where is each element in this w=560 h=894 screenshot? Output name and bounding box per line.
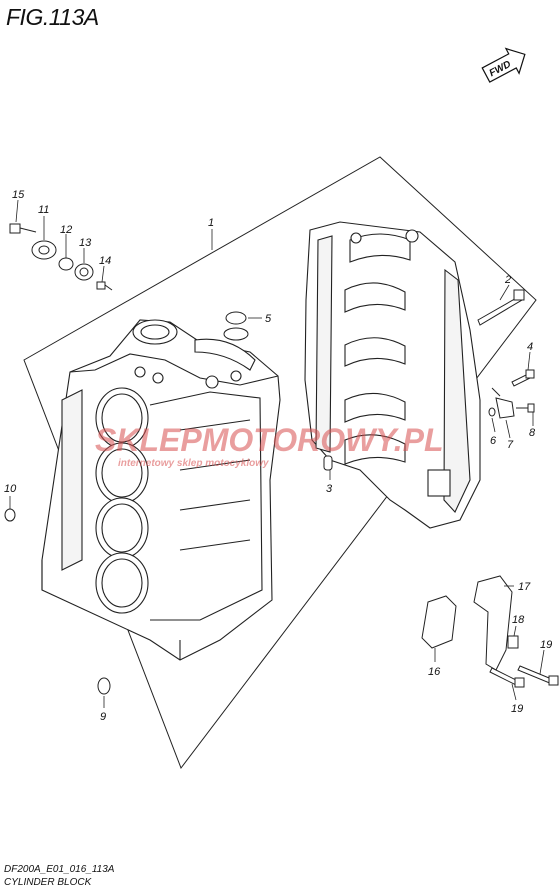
label-part-5: 5 bbox=[265, 313, 272, 325]
part-8-bolt bbox=[516, 403, 535, 413]
part-19-bolt-lower bbox=[489, 667, 525, 688]
part-6-washer bbox=[488, 407, 496, 417]
part-11-cap bbox=[31, 240, 57, 260]
cylinder-block bbox=[41, 319, 281, 661]
label-part-4: 4 bbox=[527, 341, 533, 353]
part-18-bolt bbox=[507, 635, 519, 649]
label-part-13: 13 bbox=[79, 237, 92, 249]
label-part-9: 9 bbox=[100, 711, 106, 723]
watermark-brand: SKLEPMOTOROWY.PL bbox=[95, 422, 443, 458]
assembly-frame bbox=[23, 156, 537, 770]
label-part-3: 3 bbox=[326, 483, 333, 495]
part-labels: 1 2 3 4 5 6 7 8 9 10 11 12 13 14 15 16 1… bbox=[4, 189, 552, 723]
part-17-plate bbox=[473, 575, 513, 671]
model-code: DF200A_E01_016_113A bbox=[4, 864, 115, 875]
label-part-17: 17 bbox=[518, 581, 531, 593]
small-parts bbox=[4, 223, 559, 695]
part-5-plug bbox=[223, 311, 249, 341]
part-12-o-ring bbox=[58, 257, 74, 271]
fwd-arrow-icon: FWD bbox=[481, 47, 526, 83]
part-2-stud-bolt bbox=[477, 289, 525, 326]
part-3-dowel bbox=[323, 455, 333, 471]
label-part-2: 2 bbox=[504, 274, 511, 286]
label-part-1: 1 bbox=[208, 217, 214, 229]
label-part-12: 12 bbox=[60, 224, 72, 236]
watermark: SKLEPMOTOROWY.PL internetowy sklep motoc… bbox=[95, 422, 443, 469]
part-14-bolt bbox=[96, 281, 113, 291]
watermark-tagline: internetowy sklep motocyklowy bbox=[118, 458, 269, 469]
part-16-bracket bbox=[421, 595, 457, 649]
label-part-14: 14 bbox=[99, 255, 111, 267]
part-10-plug bbox=[4, 508, 16, 522]
label-part-16: 16 bbox=[428, 666, 441, 678]
label-part-10: 10 bbox=[4, 483, 17, 495]
part-9-o-ring bbox=[97, 677, 111, 695]
label-part-8: 8 bbox=[529, 427, 536, 439]
label-part-15: 15 bbox=[12, 189, 25, 201]
part-4-bolt bbox=[511, 369, 535, 387]
part-7-sensor bbox=[491, 387, 515, 419]
crankcase bbox=[304, 221, 481, 529]
part-15-bolt bbox=[9, 223, 37, 234]
label-part-6: 6 bbox=[490, 435, 497, 447]
label-part-7: 7 bbox=[507, 439, 514, 451]
figure-title: FIG.113A bbox=[6, 4, 99, 30]
label-part-18: 18 bbox=[512, 614, 525, 626]
label-part-11: 11 bbox=[38, 204, 49, 216]
part-19-bolt-upper bbox=[517, 665, 559, 686]
label-part-19-upper: 19 bbox=[540, 639, 552, 651]
part-13-ring bbox=[74, 263, 94, 281]
diagram-caption: CYLINDER BLOCK bbox=[4, 877, 92, 888]
leader-lines bbox=[9, 199, 545, 708]
label-part-19-lower: 19 bbox=[511, 703, 523, 715]
